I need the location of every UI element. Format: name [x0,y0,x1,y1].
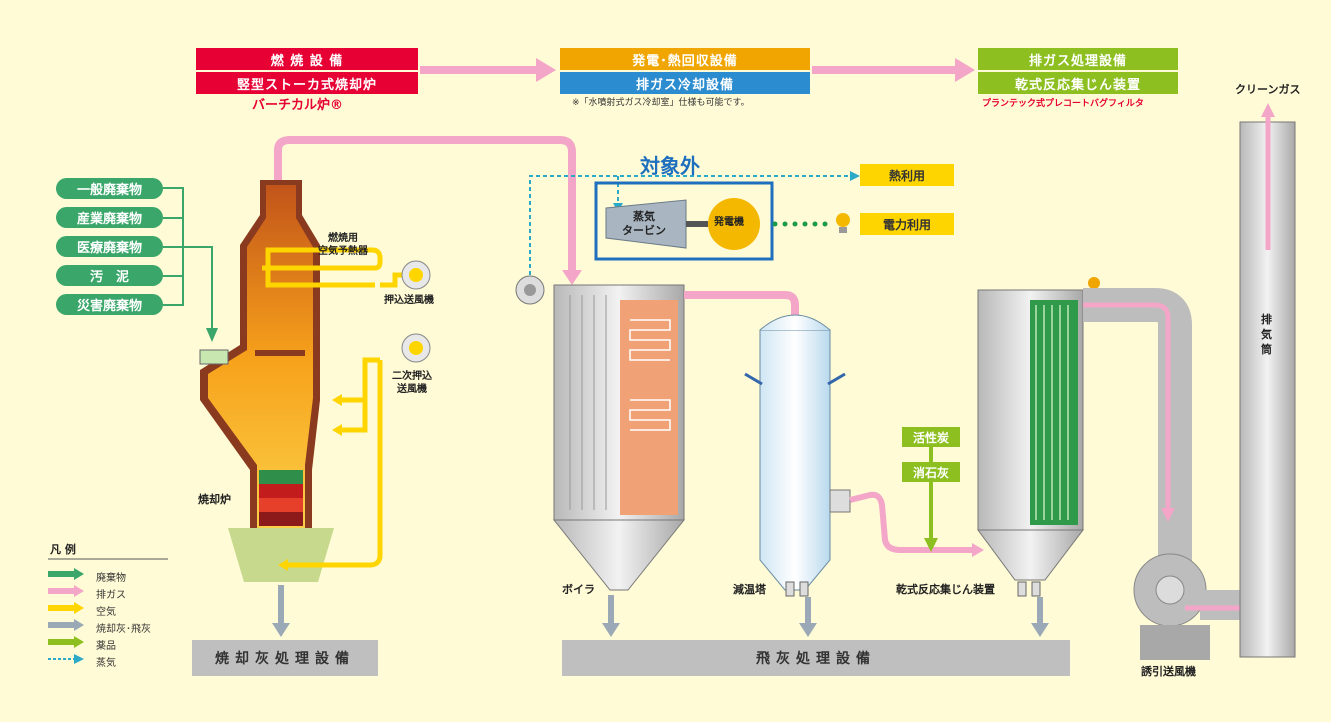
gas-brand: プランテック式プレコートバグフィルタ [982,99,1144,109]
secondary-fan-shape [401,333,431,363]
cooling-note: ※「水噴射式ガス冷却室」仕様も可能です。 [572,98,750,108]
induced-fan-label: 誘引送風機 [1141,665,1196,678]
heat-use-box: 熱利用 [860,164,954,186]
cooling-tower-shape [744,314,851,591]
bag-filter-shape [977,277,1100,581]
push-fan-label: 押込送風機 [384,295,434,306]
generator-shape [708,198,760,250]
waste-item-medical: 医療廃棄物 [56,236,163,257]
air-preheater-label: 燃焼用 空気予熱器 [318,233,368,257]
slaked-lime-box: 消石灰 [902,462,960,482]
bag-filter-label: 乾式反応集じん装置 [896,583,995,596]
ash-facility-bar: 焼却灰処理設備 [192,640,378,676]
incinerator-shape [200,180,334,582]
legend-item-steam: 蒸気 [96,658,116,669]
flue-gas-path-1 [274,136,576,272]
secondary-fan-label: 二次押込 送風機 [392,371,432,395]
fly-ash-facility-bar: 飛灰処理設備 [562,640,1070,676]
legend-graphics [48,558,168,664]
combustion-brand: バーチカル炉® [252,98,344,113]
waste-item-industrial: 産業廃棄物 [56,207,163,228]
generator-label: 発電機 [714,217,744,228]
ash-arrows [272,585,1049,637]
lightbulb-icon [836,213,850,227]
out-of-scope-box [594,181,774,261]
power-title: 発電･熱回収設備 [560,48,810,70]
legend-item-flue-gas: 排ガス [96,590,126,601]
waste-item-sludge: 汚 泥 [56,265,163,286]
legend-item-air: 空気 [96,607,116,618]
combustion-subtitle: 竪型ストーカ式焼却炉 [196,72,418,94]
gas-subtitle: 乾式反応集じん装置 [978,72,1178,94]
legend-item-waste: 廃棄物 [96,573,126,584]
air-lines [262,247,405,568]
combustion-title: 燃 焼 設 備 [196,48,418,70]
legend-item-ash: 焼却灰･飛灰 [96,624,151,635]
out-of-scope-label: 対象外 [640,154,700,178]
legend-item-chemicals: 薬品 [96,641,116,652]
stack-shape [1239,103,1296,658]
cooling-tower-label: 減温塔 [733,583,766,596]
push-fan-shape [401,260,431,290]
gas-title: 排ガス処理設備 [978,48,1178,70]
boiler-label: ボイラ [562,583,595,596]
waste-item-general: 一般廃棄物 [56,178,163,199]
activated-carbon-box: 活性炭 [902,427,960,447]
steam-line [529,175,850,282]
boiler-shape [515,275,686,591]
top-flow-arrows [420,58,975,82]
clean-gas-label: クリーンガス [1235,83,1301,96]
power-use-box: 電力利用 [860,213,954,235]
steam-turbine-shape [605,199,687,249]
waste-item-disaster: 災害廃棄物 [56,294,163,315]
cooling-title: 排ガス冷却設備 [560,72,810,94]
stack-label: 排 気 筒 [1261,313,1272,356]
legend-title: 凡 例 [50,543,76,556]
waste-connectors [163,187,213,330]
incinerator-label: 焼却炉 [198,493,231,506]
turbine-label: 蒸気 タービン [622,210,666,237]
